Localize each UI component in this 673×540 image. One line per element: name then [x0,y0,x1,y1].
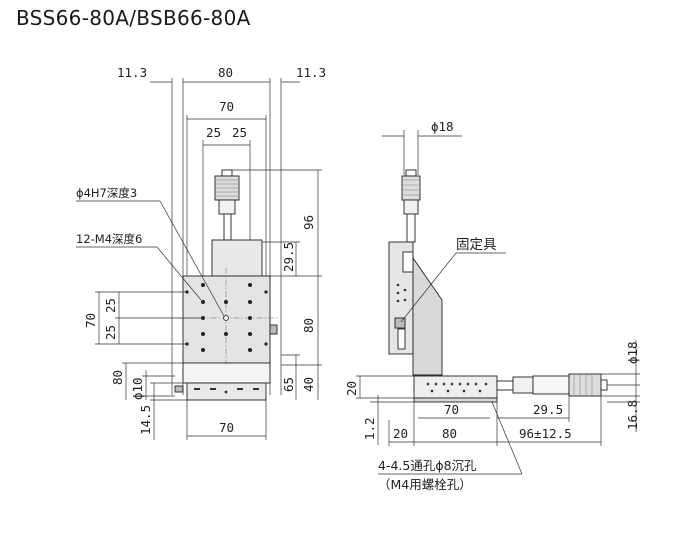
side-micrometer-cap [405,169,417,177]
dim-micrometer-height: 96 [301,215,316,230]
side-clamp-screw [397,328,406,350]
side-micrometer-sleeve [403,199,419,215]
label-mount-holes: 4-4.5通孔ϕ8沉孔 [378,458,477,473]
tap-holes [185,283,268,352]
dim-base-70: 70 [444,402,459,417]
stage-base [182,362,271,384]
dim-half-right: 25 [232,125,247,140]
side-clamp-knob [394,317,406,329]
micrometer-cap [221,169,233,177]
micrometer-sleeve [218,199,236,215]
dim-right-overhang: 11.3 [296,65,326,80]
dim-left-80: 80 [110,370,125,385]
front-view: 11.3 80 11.3 70 25 25 96 29.5 80 [76,65,326,440]
dim-body-height: 80 [301,318,316,333]
base-side-pin [174,385,184,393]
side-h-spindle [496,380,514,391]
label-hole-spec: ϕ4H7深度3 [76,186,137,200]
side-h-cap [600,379,608,391]
clamp-slot [402,251,414,273]
side-h-sleeve [512,376,534,394]
dim-vert-25b: 25 [103,325,118,340]
dim-height-16-8: 16.8 [625,400,640,430]
side-micrometer-spindle [406,213,416,243]
dim-phi18-top: ϕ18 [431,119,454,134]
dim-travel: 96±12.5 [519,426,572,441]
dim-gap-1-2: 1.2 [362,417,377,440]
dim-height-20: 20 [344,381,359,396]
label-clamp: 固定具 [456,237,497,253]
center-pin-hole [223,315,229,321]
dim-half-left: 25 [206,125,221,140]
dim-bottom-14-5: 14.5 [138,405,153,435]
angle-gusset [412,256,443,376]
dim-micrometer-offset: 29.5 [281,242,296,272]
micrometer-bracket [211,239,263,277]
side-base [413,375,498,399]
micrometer-spindle [223,213,232,241]
dim-height-40: 40 [301,377,316,392]
clamp-knob-front [269,324,278,335]
dim-bottom-width: 70 [219,420,234,435]
side-h-body [532,375,570,395]
dim-base-80: 80 [442,426,457,441]
dim-left-overhang: 11.3 [117,65,147,80]
dim-vert-70: 70 [83,313,98,328]
dim-hole-span: 70 [219,99,234,114]
label-mount-bolt: （M4用螺栓孔） [378,477,472,492]
dim-phi10: ϕ10 [130,377,145,400]
drawing-title: BSS66-80A/BSB66-80A [16,6,251,30]
dim-top-width: 80 [218,65,233,80]
side-micrometer-knurl [401,175,421,201]
dim-vert-25a: 25 [103,298,118,313]
dim-phi18-right: ϕ18 [625,341,640,364]
dim-offset-20: 20 [393,426,408,441]
label-tap-spec: 12-M4深度6 [76,232,142,246]
dim-height-65: 65 [281,377,296,392]
side-view: ϕ18 [344,119,640,492]
dim-stroke-29-5: 29.5 [533,402,563,417]
